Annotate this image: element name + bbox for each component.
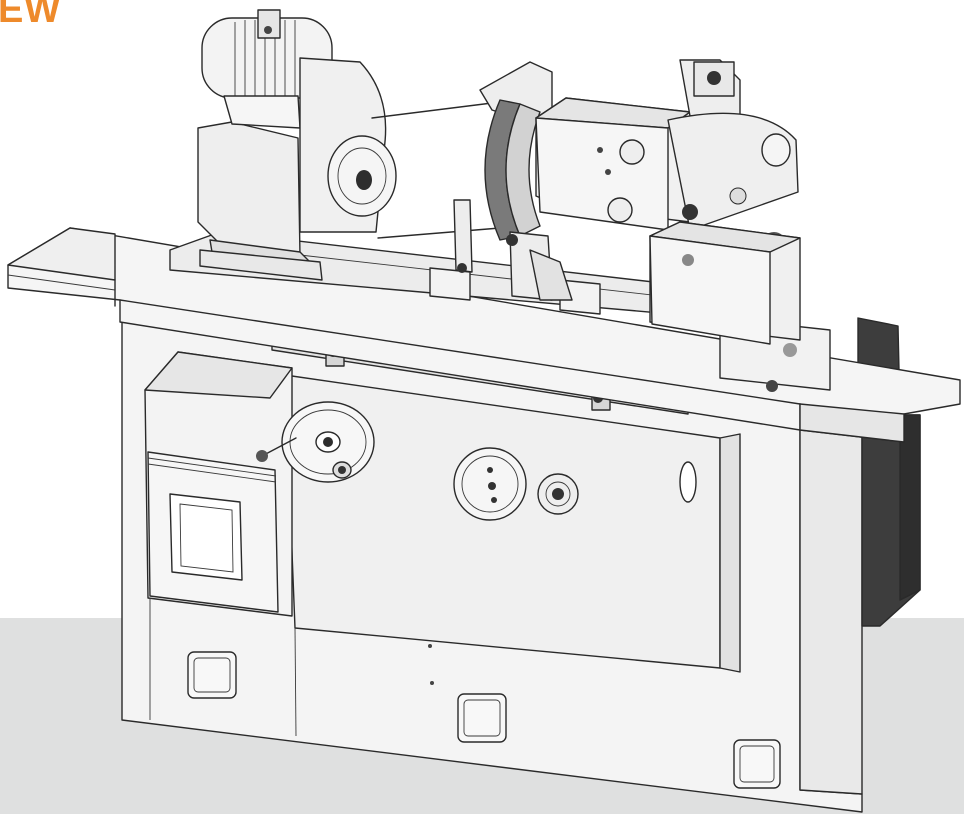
tailstock: [649, 221, 801, 345]
section-heading: EW: [0, 0, 62, 31]
front-control-panel: [284, 374, 741, 673]
traverse-handwheel: [256, 401, 375, 483]
grinding-wheel: [479, 61, 553, 241]
electrical-cabinet: [144, 351, 293, 617]
work-table: [7, 227, 961, 443]
table-slideway: [169, 231, 831, 392]
base-cutout-left: [187, 651, 237, 699]
work-rest: [453, 199, 573, 301]
base-cutout-center: [457, 693, 507, 743]
cabinet-window: [169, 493, 243, 581]
base-cutout-right: [733, 739, 781, 789]
headstock: [535, 59, 799, 256]
small-adjust-knob: [537, 473, 579, 515]
belt-guard: [299, 57, 501, 239]
feed-dial: [453, 447, 527, 521]
